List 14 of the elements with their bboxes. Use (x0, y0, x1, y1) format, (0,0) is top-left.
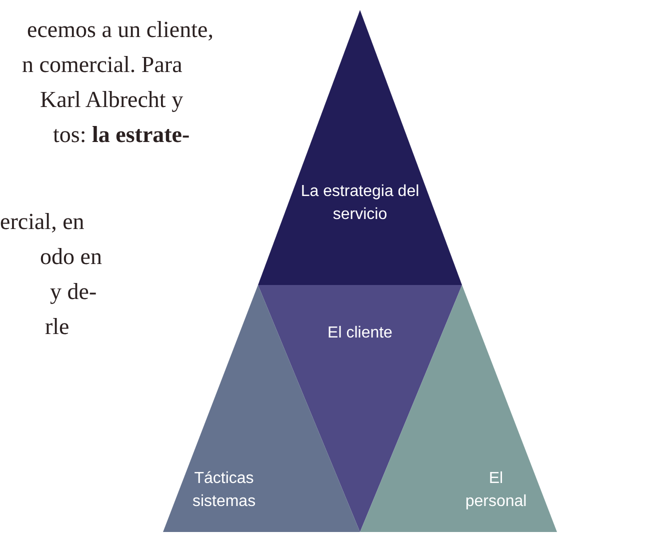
segment-label: Tácticas sistemas (191, 468, 257, 512)
text-line: n comercial. Para (22, 53, 182, 76)
segment-label: El cliente (326, 323, 394, 344)
triangle-segment (258, 10, 462, 285)
text-line: odo en (40, 245, 102, 268)
text-line: rle (45, 315, 70, 338)
text-line: Karl Albrecht y (40, 88, 184, 111)
text-line: ercial, en (0, 210, 84, 233)
text-line: ecemos a un cliente, (27, 18, 214, 41)
text-line: y de- (50, 280, 97, 303)
triangle-segment (258, 285, 462, 532)
segment-label: El personal (464, 468, 528, 512)
segment-label: La estrategia del servicio (300, 182, 420, 225)
text-line: tos: la estrate- (53, 123, 190, 146)
